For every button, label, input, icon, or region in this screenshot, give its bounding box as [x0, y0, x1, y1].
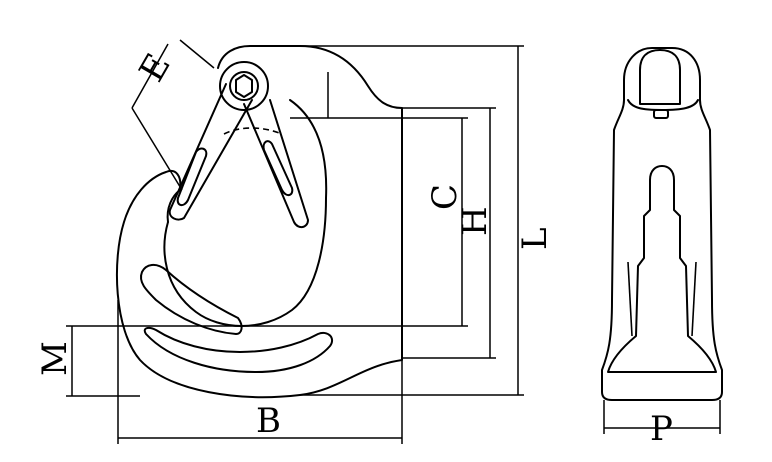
pivot-pin-hex	[235, 74, 253, 98]
label-b: B	[256, 401, 281, 441]
side-inner-line-left	[627, 261, 633, 337]
dim-e-ext-2	[131, 107, 183, 191]
dim-e-ext-1	[179, 39, 215, 69]
hook-slot-upper	[140, 264, 243, 335]
latch-arm	[168, 83, 253, 221]
side-pin-tab	[653, 109, 669, 119]
side-body-outline	[601, 47, 723, 401]
hidden-line	[223, 127, 283, 135]
label-l: L	[515, 227, 555, 250]
latch-assembly	[168, 61, 309, 228]
trigger-slot	[262, 140, 294, 196]
trigger-arm	[243, 99, 309, 228]
label-c: C	[425, 184, 465, 210]
hook-body-outline	[115, 45, 403, 399]
label-m: M	[35, 341, 75, 376]
hook-slot-lower	[143, 326, 334, 373]
label-p: P	[650, 409, 673, 449]
hook-right-cheek	[289, 99, 328, 199]
hook-side-view	[601, 47, 723, 434]
side-inner-line-right	[691, 261, 697, 337]
pivot-pin-outer	[229, 71, 259, 101]
side-spine	[607, 165, 717, 373]
pivot-boss	[219, 61, 269, 111]
hook-throat-curve	[163, 197, 327, 327]
dimension-lines	[66, 39, 524, 444]
label-e: E	[132, 47, 179, 89]
side-top-lug	[639, 49, 681, 105]
hook-tip-inner	[166, 189, 181, 223]
hook-front-view	[115, 45, 403, 399]
label-h: H	[455, 206, 495, 236]
dim-e-line	[131, 43, 169, 109]
latch-slot	[176, 147, 208, 206]
